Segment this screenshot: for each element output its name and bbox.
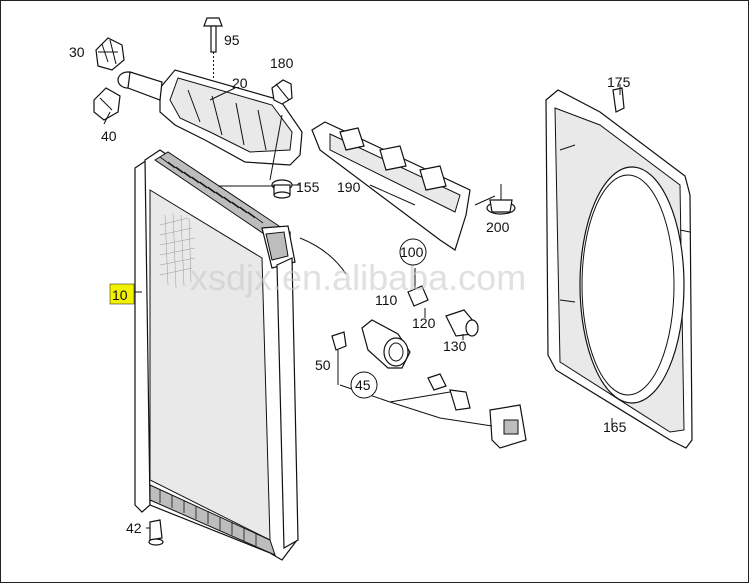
radiator-mesh xyxy=(159,212,196,289)
callout-190[interactable]: 190 xyxy=(337,179,361,195)
callout-95[interactable]: 95 xyxy=(224,32,240,48)
filler-cap[interactable] xyxy=(95,37,125,71)
grommet[interactable] xyxy=(271,179,293,199)
sensor-connector[interactable] xyxy=(489,404,527,449)
temp-sensor[interactable] xyxy=(331,331,347,385)
highlight-box-10 xyxy=(109,283,135,305)
callout-130[interactable]: 130 xyxy=(443,338,467,354)
bolt[interactable] xyxy=(203,17,223,80)
callout-120[interactable]: 120 xyxy=(412,315,436,331)
sensor-plug[interactable] xyxy=(427,373,471,411)
drain-valve[interactable] xyxy=(93,87,121,121)
callout-175[interactable]: 175 xyxy=(607,74,631,90)
shroud-bracket[interactable] xyxy=(311,121,471,251)
callout-155[interactable]: 155 xyxy=(296,179,320,195)
radiator[interactable] xyxy=(134,149,299,561)
fan-shroud[interactable] xyxy=(545,89,693,449)
callout-180[interactable]: 180 xyxy=(270,55,294,71)
callout-45[interactable]: 45 xyxy=(355,377,371,393)
callout-42[interactable]: 42 xyxy=(126,520,142,536)
callout-20[interactable]: 20 xyxy=(232,75,248,91)
callout-30[interactable]: 30 xyxy=(69,44,85,60)
callout-40[interactable]: 40 xyxy=(101,128,117,144)
watermark-text: xsdjx.en.alibaba.com xyxy=(190,257,526,298)
callout-circle-100 xyxy=(399,238,427,266)
rubber-buffer[interactable] xyxy=(486,184,516,215)
callout-165[interactable]: 165 xyxy=(603,419,627,435)
callout-10[interactable]: 10 xyxy=(112,287,128,303)
small-clip[interactable] xyxy=(407,285,429,307)
callout-110[interactable]: 110 xyxy=(375,292,398,308)
callout-100[interactable]: 100 xyxy=(400,244,424,260)
callout-circle-45 xyxy=(350,371,378,399)
drain-plug[interactable] xyxy=(148,519,164,546)
hook[interactable] xyxy=(612,87,625,113)
clip[interactable] xyxy=(271,79,293,105)
expansion-tank[interactable] xyxy=(117,69,303,166)
thermostat-housing[interactable] xyxy=(361,319,411,369)
callout-50[interactable]: 50 xyxy=(315,357,331,373)
leader-lines xyxy=(98,51,621,529)
hose-fitting[interactable] xyxy=(445,309,479,337)
callout-200[interactable]: 200 xyxy=(486,219,510,235)
